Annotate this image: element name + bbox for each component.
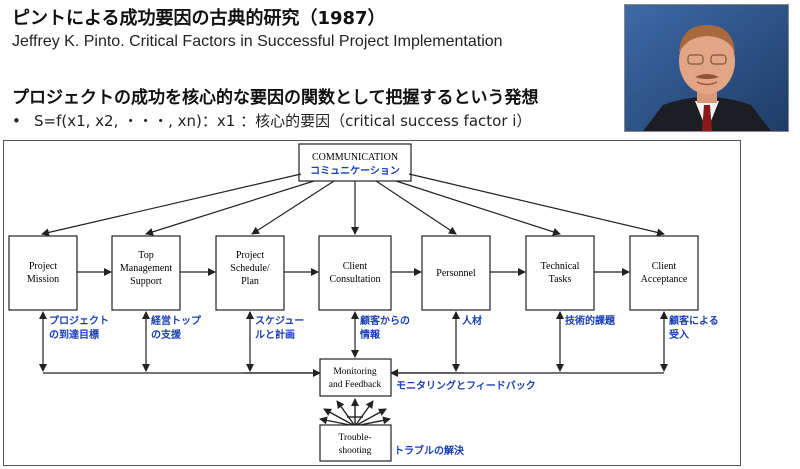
factor-node-schedule: Project Schedule/ Plan — [215, 235, 285, 311]
burst-arrow — [354, 408, 387, 427]
factor-label-1: Project — [29, 261, 58, 272]
jp-annotation-4b: 情報 — [360, 328, 381, 341]
communication-label: COMMUNICATION — [312, 152, 398, 163]
factor-label-1: Project — [236, 250, 265, 261]
slide-subtitle: Jeffrey K. Pinto. Critical Factors in Su… — [12, 33, 503, 50]
communication-node: COMMUNICATION コミュニケーション — [298, 143, 412, 182]
factor-node-personnel: Personnel — [421, 235, 491, 311]
slide-title: ピントによる成功要因の古典的研究（1987） — [12, 8, 386, 29]
factor-label-1: Top — [138, 250, 153, 261]
jp-annotation-2a: 経営トップ — [151, 314, 202, 327]
burst-arrow — [336, 400, 356, 427]
jp-annotation-4a: 顧客からの — [360, 314, 410, 327]
jp-troubleshooting-label: トラブルの解決 — [394, 444, 465, 457]
monitoring-label-2: and Feedback — [329, 380, 382, 390]
arrow-comm-to-personnel — [375, 180, 457, 235]
slide-heading: プロジェクトの成功を核心的な要因の関数として把握するという発想 — [12, 88, 539, 108]
monitoring-node: Monitoring and Feedback — [319, 358, 392, 397]
success-factor-diagram: COMMUNICATION コミュニケーション Project Mission … — [3, 140, 741, 466]
factor-node-technical: Technical Tasks — [525, 235, 595, 311]
factor-label-2: Acceptance — [641, 274, 688, 285]
jp-annotation-2b: の支援 — [151, 328, 182, 341]
jp-monitoring-label: モニタリングとフィードバック — [396, 379, 536, 392]
factor-label-1: Technical — [541, 261, 580, 272]
factor-node-acceptance: Client Acceptance — [629, 235, 699, 311]
factor-label-2: Tasks — [549, 274, 572, 285]
jp-annotation-7a: 顧客による — [669, 314, 719, 327]
arrow-comm-to-topmgmt — [145, 180, 315, 236]
factor-node-top-management: Top Management Support — [111, 235, 181, 311]
troubleshooting-label-1: Trouble- — [339, 433, 372, 443]
jp-annotations: プロジェクト の到達目標 経営トップ の支援 スケジュー ルと計画 顧客からの … — [49, 314, 719, 457]
factor-label-2: Management — [120, 263, 172, 274]
factor-label-3: Support — [130, 276, 162, 287]
author-photo — [624, 4, 789, 132]
diagram-canvas: COMMUNICATION コミュニケーション Project Mission … — [8, 143, 719, 462]
communication-arrows — [41, 173, 665, 237]
jp-annotation-6a: 技術的課題 — [565, 314, 616, 327]
jp-annotation-3b: ルと計画 — [255, 328, 295, 341]
burst-arrow — [354, 400, 374, 427]
factor-label-1: Client — [652, 261, 677, 272]
bullet-dot: • — [12, 112, 21, 130]
troubleshooting-label-2: shooting — [339, 446, 372, 456]
burst-arrow — [323, 408, 356, 427]
author-photo-drawing — [625, 5, 788, 131]
arrow-comm-to-schedule — [251, 180, 335, 235]
communication-jp-label: コミュニケーション — [310, 165, 400, 177]
factor-label-2: Mission — [27, 274, 59, 285]
feedback-verticals — [39, 311, 668, 372]
monitoring-label-1: Monitoring — [333, 367, 377, 377]
factor-node-mission: Project Mission — [8, 235, 78, 311]
factor-label-1: Client — [343, 261, 368, 272]
jp-annotation-1a: プロジェクト — [49, 314, 109, 327]
jp-annotation-3a: スケジュー — [255, 315, 304, 327]
factor-label-1: Personnel — [436, 268, 476, 279]
arrow-comm-to-acceptance — [408, 173, 665, 237]
factor-label-2: Consultation — [329, 274, 380, 285]
arrow-comm-to-mission — [41, 173, 302, 237]
factor-label-3: Plan — [241, 276, 259, 287]
troubleshooting-node: Trouble- shooting — [319, 424, 392, 462]
jp-annotation-5a: 人材 — [462, 314, 482, 327]
jp-annotation-7b: 受入 — [669, 328, 689, 341]
factor-node-consultation: Client Consultation — [318, 235, 392, 311]
factor-label-2: Schedule/ — [230, 263, 270, 274]
bullet-line: • S=f(x1, x2, ・・・, xn)：x1 ：核心的要因（critical… — [12, 110, 531, 131]
bullet-text: S=f(x1, x2, ・・・, xn)：x1 ：核心的要因（critical … — [34, 112, 532, 130]
troubleshooting-burst — [319, 398, 391, 427]
arrow-comm-to-technical — [395, 180, 561, 236]
jp-annotation-1b: の到達目標 — [49, 328, 99, 341]
